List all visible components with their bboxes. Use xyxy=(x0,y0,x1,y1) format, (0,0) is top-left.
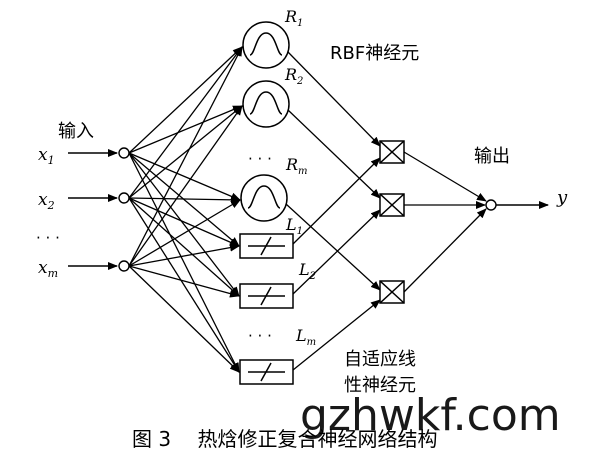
input-x1-label: x1 xyxy=(38,145,55,167)
input-connection xyxy=(128,199,241,267)
input-arrows xyxy=(68,149,118,270)
input-dots: · · · xyxy=(36,229,60,247)
product-node-m xyxy=(379,280,405,304)
hidden-to-product-connections xyxy=(285,51,381,371)
linear-neurons xyxy=(239,233,294,385)
linear-neuron-l1 xyxy=(239,233,294,259)
rbf-to-product-line xyxy=(285,203,381,291)
input-connection xyxy=(128,243,240,267)
rbf-neuron-r1 xyxy=(242,21,290,69)
input-connection xyxy=(128,197,240,297)
input-connection xyxy=(128,195,241,204)
linear-neuron-lm xyxy=(239,359,294,385)
figure-caption: 图 3 热焓修正复合神经网络结构 xyxy=(132,427,437,451)
rbf-to-product-line xyxy=(287,109,381,199)
input-connection xyxy=(128,152,240,297)
input-connection xyxy=(128,152,241,201)
input-xm-label: xm xyxy=(38,258,58,280)
rbf-r2-label: R2 xyxy=(284,65,303,87)
rbf-dots: · · · xyxy=(248,150,272,168)
linear-to-product-line xyxy=(292,209,381,295)
product-node-1 xyxy=(379,140,405,164)
output-symbol: y xyxy=(556,187,568,208)
input-node-x1 xyxy=(118,147,130,159)
input-connection xyxy=(128,197,240,373)
input-connection xyxy=(128,152,240,373)
input-node-xm xyxy=(118,260,130,272)
rbf-rm-label: Rm xyxy=(285,155,308,177)
output-node xyxy=(485,199,549,211)
input-connection xyxy=(128,197,240,247)
input-nodes xyxy=(118,147,130,272)
linear-to-product-line xyxy=(292,299,381,371)
input-connection xyxy=(128,105,243,199)
rbf-neuron-label: RBF神经元 xyxy=(330,43,419,64)
input-connection xyxy=(128,265,240,298)
linear-dots: · · · xyxy=(248,327,272,345)
linear-l2-label: L2 xyxy=(298,260,316,282)
product-to-output-line xyxy=(403,151,487,202)
input-label: 输入 xyxy=(58,121,94,142)
input-connection xyxy=(128,105,243,154)
input-connection xyxy=(128,46,243,154)
input-x2-label: x2 xyxy=(38,190,55,212)
rbf-neurons xyxy=(240,21,290,222)
output-label: 输出 xyxy=(474,146,510,167)
linear-lm-label: Lm xyxy=(295,326,316,348)
rbf-to-product-line xyxy=(287,51,381,147)
linear-neuron-label-line2: 性神经元 xyxy=(344,375,416,396)
product-nodes xyxy=(379,140,405,304)
input-connections xyxy=(128,46,243,373)
input-connection xyxy=(128,105,243,267)
linear-l1-label: L1 xyxy=(285,215,303,237)
rbf-neuron-r2 xyxy=(242,80,290,128)
rbf-r1-label: R1 xyxy=(284,7,303,29)
input-node-x2 xyxy=(118,192,130,204)
watermark: gzhwkf.com xyxy=(300,390,561,441)
linear-neuron-l2 xyxy=(239,283,294,309)
linear-neuron-label-line1: 自适应线 xyxy=(344,349,416,370)
input-connection xyxy=(128,46,243,199)
rbf-neuron-rm xyxy=(240,174,288,222)
product-to-output-connections xyxy=(403,151,487,293)
linear-to-product-line xyxy=(292,157,381,245)
product-to-output-line xyxy=(403,208,487,293)
product-node-2 xyxy=(379,193,405,217)
input-connection xyxy=(128,46,243,267)
input-connection xyxy=(128,265,240,373)
